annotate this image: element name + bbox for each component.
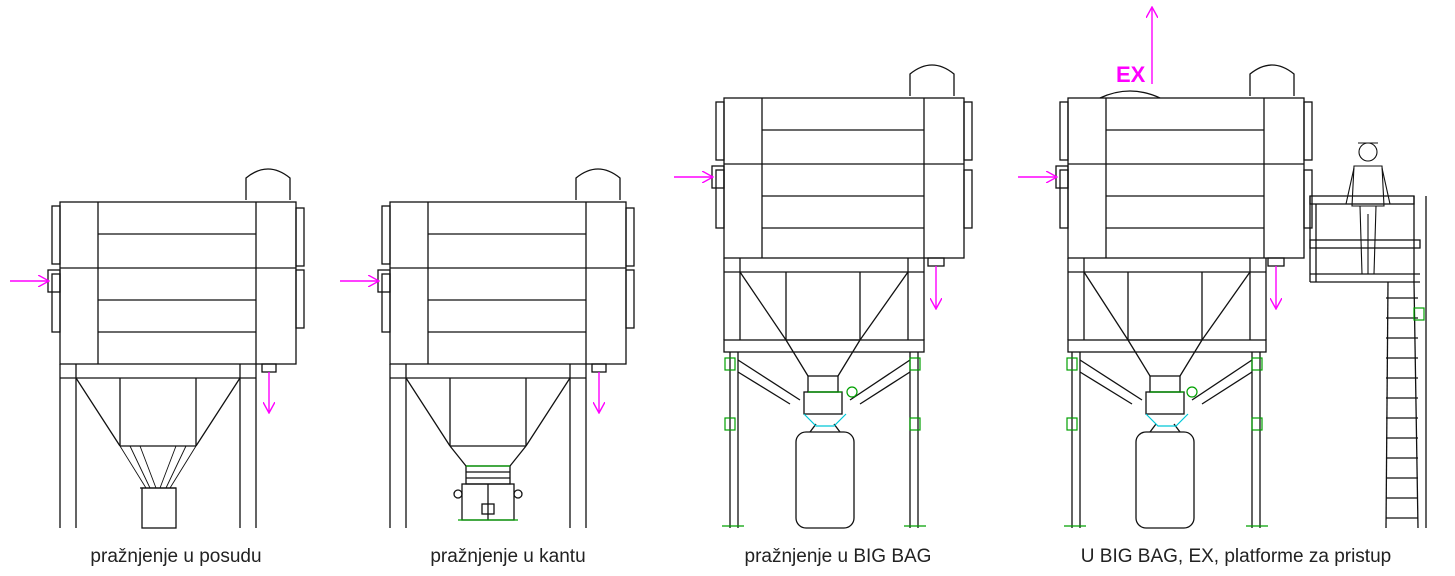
caption-bin: pražnjenje u kantu — [430, 546, 586, 567]
operator-figure — [1345, 142, 1391, 275]
ex-label: EX — [1116, 62, 1146, 87]
caption-container: pražnjenje u posudu — [90, 546, 262, 567]
access-platform — [1309, 195, 1421, 283]
collector-figure-2 — [377, 168, 635, 528]
caption-bigbag: pražnjenje u BIG BAG — [744, 546, 932, 567]
collector-figure-1 — [47, 168, 305, 529]
access-stair — [1385, 196, 1427, 529]
green-fittings — [458, 307, 1425, 527]
cyan-fittings — [803, 413, 1189, 427]
collector-figure-4 — [1055, 64, 1427, 529]
ex-vent-panel — [1099, 90, 1161, 99]
collector-figure-3 — [711, 64, 973, 529]
flow-arrows — [10, 8, 1276, 412]
caption-bigbag-ex-platform: U BIG BAG, EX, platforme za pristup — [1080, 546, 1392, 567]
